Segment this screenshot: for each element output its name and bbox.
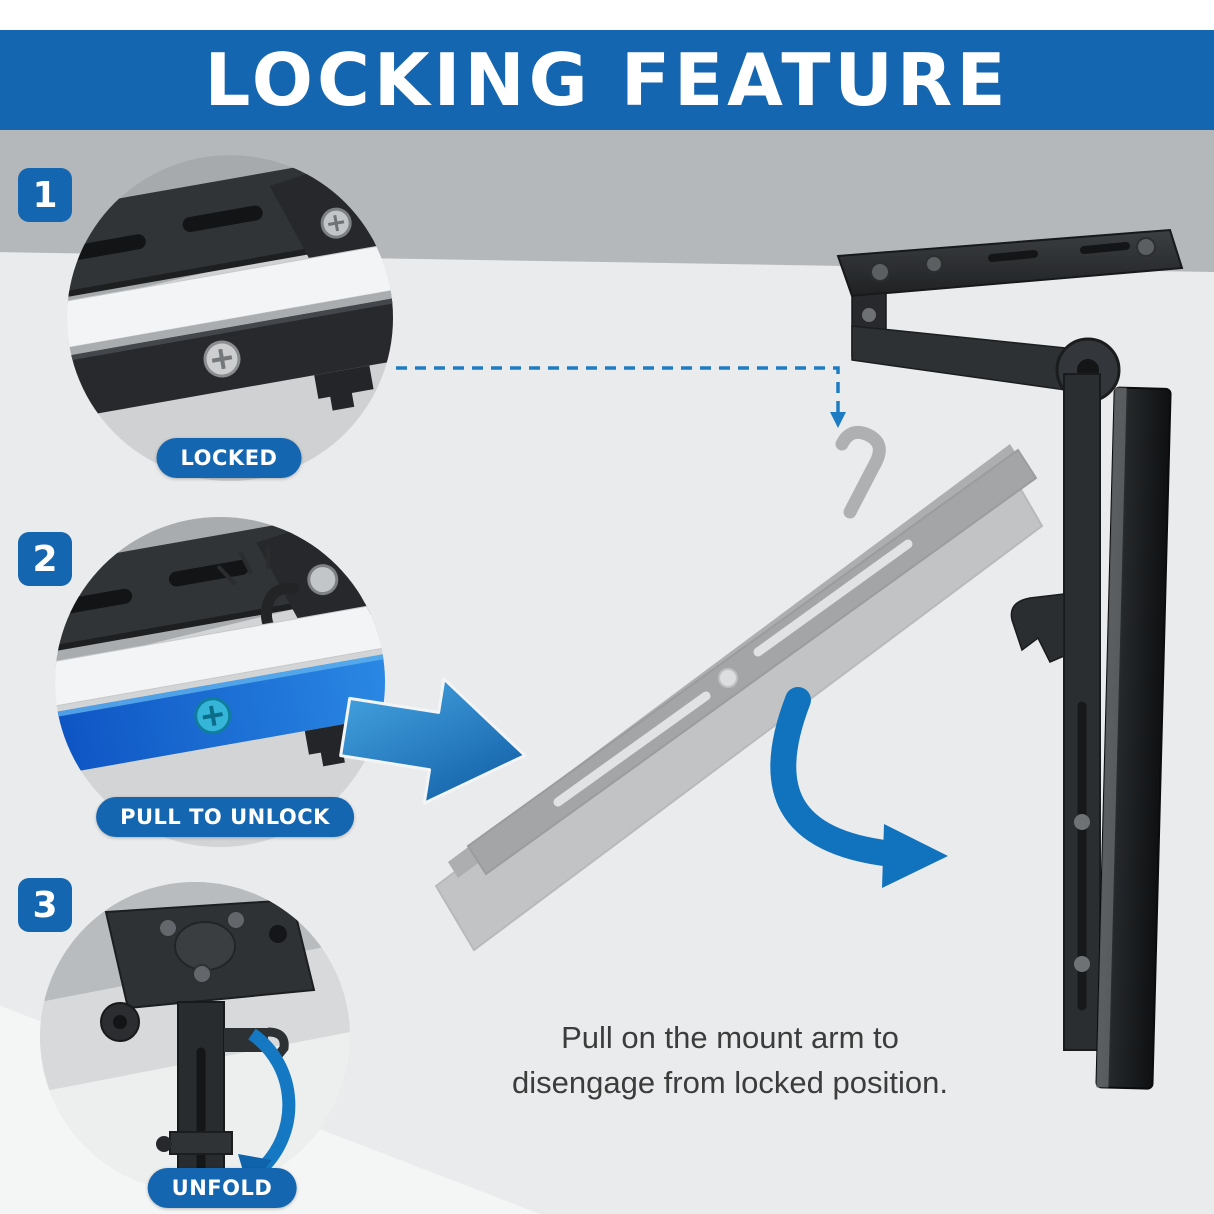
caption-line-2: disengage from locked position. [512, 1065, 948, 1100]
unfold-mechanism-photo [40, 882, 350, 1192]
tv-panel [1095, 386, 1172, 1090]
mount-arm-bracket [851, 292, 1067, 391]
step-3-label: UNFOLD [147, 1168, 297, 1208]
dashed-pointer-line [396, 366, 846, 428]
ceiling-plate [836, 228, 1184, 298]
dashed-pointer-arrowhead [830, 412, 846, 428]
step-photo-unfold [40, 882, 350, 1192]
unlock-arrow-icon [339, 677, 527, 805]
step-2-label: PULL TO UNLOCK [96, 797, 354, 837]
header-banner: LOCKING FEATURE [0, 30, 1214, 130]
locked-mechanism-photo [67, 155, 393, 481]
ghost-folded-tv [434, 425, 1044, 952]
step-1-label: LOCKED [156, 438, 302, 478]
ghost-hook [835, 425, 886, 519]
fold-direction-arrow [770, 687, 948, 888]
page-title: LOCKING FEATURE [204, 38, 1010, 122]
step-2-number-badge: 2 [18, 532, 72, 586]
step-photo-locked [67, 155, 393, 481]
top-margin-strip [0, 0, 1214, 30]
step-1-number-badge: 1 [18, 168, 72, 222]
caption-line-1: Pull on the mount arm to [561, 1020, 899, 1055]
locking-hook [1010, 593, 1065, 663]
vertical-bracket [1010, 373, 1101, 1051]
caption: Pull on the mount arm to disengage from … [460, 1015, 1000, 1105]
step-3-number-badge: 3 [18, 878, 72, 932]
